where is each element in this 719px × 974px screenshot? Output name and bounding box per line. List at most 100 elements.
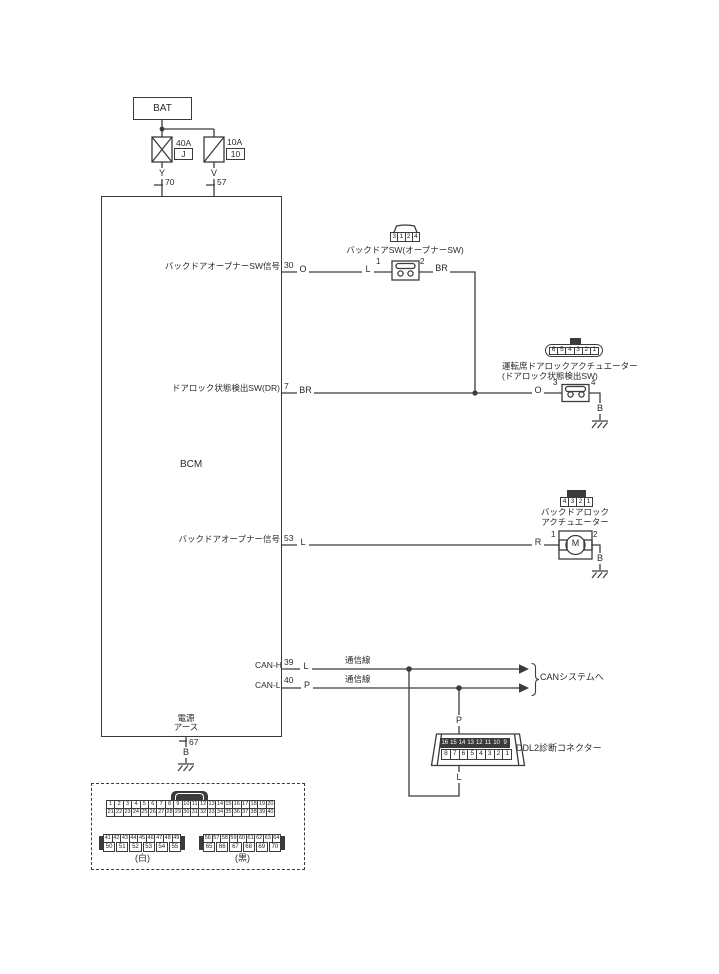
motor-label: M	[571, 538, 580, 548]
pin-cell: 54	[155, 842, 168, 852]
connector-endcap	[181, 836, 185, 850]
motor-symbol	[558, 530, 593, 560]
wire-color-p2: P	[453, 715, 465, 726]
battery-label: BAT	[153, 103, 172, 114]
pin-cell: 52	[129, 842, 142, 852]
wire-color-o: O	[297, 264, 309, 275]
pin-cell: 50	[103, 842, 116, 852]
signal-back-door-opener: バックドアオープナー信号	[178, 534, 281, 544]
bcm-pin-70: 70	[165, 177, 175, 187]
pin-cell: 69	[255, 842, 268, 852]
door-lock-status-switch-symbol	[561, 383, 590, 403]
wire-color-br2: BR	[297, 385, 314, 396]
junction-dot	[406, 666, 412, 672]
can-l-line-label: 通信線	[345, 674, 371, 684]
driver-door-lock-name-2: (ドアロック状態検出SW)	[502, 371, 598, 381]
pin-cell: 1	[502, 749, 512, 760]
pin-cell: 1	[589, 346, 600, 355]
pin-cell: 1	[584, 497, 593, 507]
fusible-link-icon	[151, 136, 173, 163]
back-door-switch-symbol	[391, 260, 420, 281]
bcm-pin-40: 40	[284, 675, 294, 685]
pin-cell: 70	[268, 842, 282, 852]
wire-color-p: P	[301, 680, 313, 691]
back-door-lock-name-2: アクチュエーター	[541, 517, 609, 527]
sw-pin-1: 1	[376, 257, 381, 266]
wire-color-b: B	[594, 403, 606, 414]
wire-row-7	[282, 392, 601, 420]
signal-can-h: CAN-H	[255, 660, 282, 670]
wire-color-l: L	[362, 264, 374, 275]
ground-icon	[591, 420, 609, 429]
ground-icon	[591, 570, 609, 579]
signal-door-lock-status: ドアロック状態検出SW(DR)	[171, 383, 280, 393]
bcm-pin-67: 67	[189, 737, 199, 747]
bcm-pin-53: 53	[284, 533, 294, 543]
pin-cell: 67	[229, 842, 242, 852]
junction-dot	[472, 390, 478, 396]
pin-cell: 55	[168, 842, 182, 852]
black-connector-label: (黒)	[235, 853, 250, 863]
junction-dot	[159, 126, 165, 132]
bcm-box	[101, 196, 282, 737]
wire-color-l3: L	[300, 661, 312, 672]
pin-cell: 66	[216, 842, 229, 852]
bcm-pin-39: 39	[284, 657, 294, 667]
fuse-code: 10	[226, 148, 245, 160]
wire-color-l2: L	[297, 537, 309, 548]
connector-tab-icon	[570, 338, 581, 346]
fusible-link-rating: 40A	[176, 138, 192, 148]
bcm-label: BCM	[180, 459, 203, 470]
wire-color-o2: O	[532, 385, 544, 396]
battery-feed-wire	[161, 120, 215, 137]
can-system-label: CANシステムへ	[540, 672, 604, 682]
connector-hump-icon	[393, 224, 418, 233]
junction-dot	[456, 685, 462, 691]
sw-pin-2: 2	[420, 257, 425, 266]
arrow-icon	[519, 664, 529, 674]
driver-door-lock-name-1: 運転席ドアロックアクチュエーター	[502, 361, 638, 371]
pin-cell: 51	[116, 842, 129, 852]
arrow-icon	[519, 683, 529, 693]
wire-color-v: V	[207, 168, 221, 179]
wire-color-l4: L	[453, 772, 465, 783]
ground-name-1: 電源	[177, 713, 195, 723]
pin-cell: 65	[203, 842, 216, 852]
fuse-icon	[203, 136, 225, 163]
can-h-line-label: 通信線	[345, 655, 371, 665]
bcm-pin-7: 7	[284, 381, 289, 391]
bcm-pin-30: 30	[284, 260, 294, 270]
connector-tab-icon	[567, 490, 586, 498]
actuator-pin-3: 3	[553, 378, 558, 387]
brace	[531, 662, 540, 697]
battery-box: BAT	[133, 97, 192, 120]
pin-cell: 9	[500, 738, 510, 748]
pin-cell: 68	[242, 842, 255, 852]
connector-endcap	[281, 836, 285, 850]
wire-color-y: Y	[155, 168, 169, 179]
connector-latch-icon	[171, 791, 208, 801]
white-connector-label: (白)	[135, 853, 150, 863]
wire-color-b3: B	[180, 747, 192, 758]
back-door-sw-name: バックドアSW(オープナーSW)	[346, 245, 464, 255]
pin-cell: 53	[142, 842, 155, 852]
fusible-link-code: J	[174, 148, 193, 160]
signal-can-l: CAN-L	[255, 680, 281, 690]
fuse-rating: 10A	[227, 137, 243, 147]
back-door-lock-name-1: バックドアロック	[540, 507, 609, 517]
motor-pin-2: 2	[593, 530, 598, 539]
connector-endcap	[199, 836, 203, 850]
actuator-pin-4: 4	[591, 378, 596, 387]
connector-endcap	[99, 836, 103, 850]
